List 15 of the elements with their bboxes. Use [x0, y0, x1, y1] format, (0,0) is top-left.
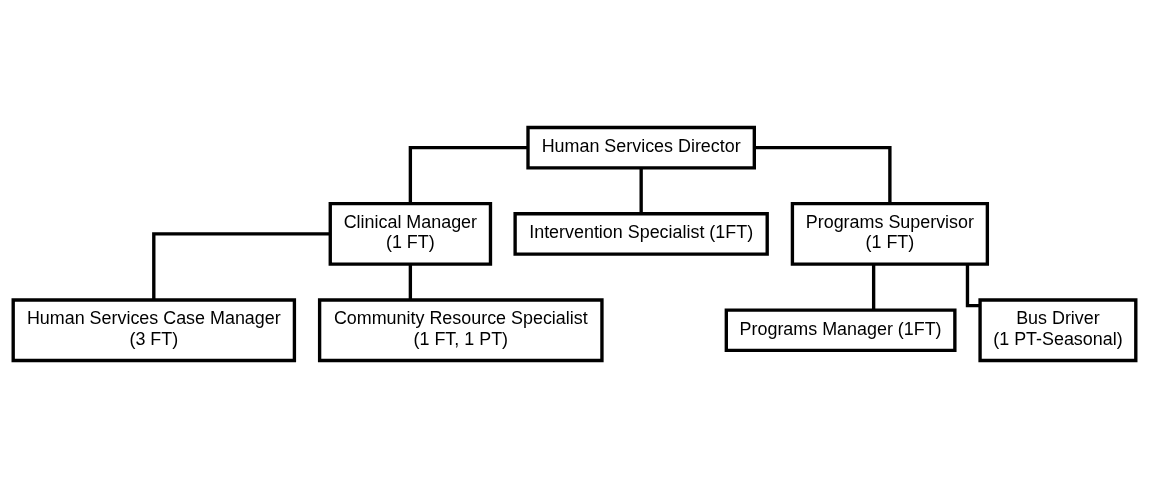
node-box: Bus Driver (1 PT-Seasonal): [978, 297, 1138, 362]
connector: [965, 263, 981, 307]
node-box: Community Resource Specialist (1 FT, 1 PT): [317, 297, 604, 362]
connector: [639, 167, 643, 214]
node-box: Programs Manager (1FT): [724, 307, 957, 352]
node-box: Human Services Case Manager (3 FT): [11, 297, 297, 362]
connector: [152, 231, 331, 300]
connector: [871, 263, 876, 310]
node-box: Intervention Specialist (1FT): [513, 211, 769, 256]
connector: [408, 145, 528, 203]
node-box: Human Services Director: [526, 125, 756, 169]
connector: [408, 263, 413, 300]
connector: [754, 145, 892, 203]
node-box: Clinical Manager (1 FT): [328, 201, 493, 266]
node-box: Programs Supervisor (1 FT): [790, 201, 990, 266]
